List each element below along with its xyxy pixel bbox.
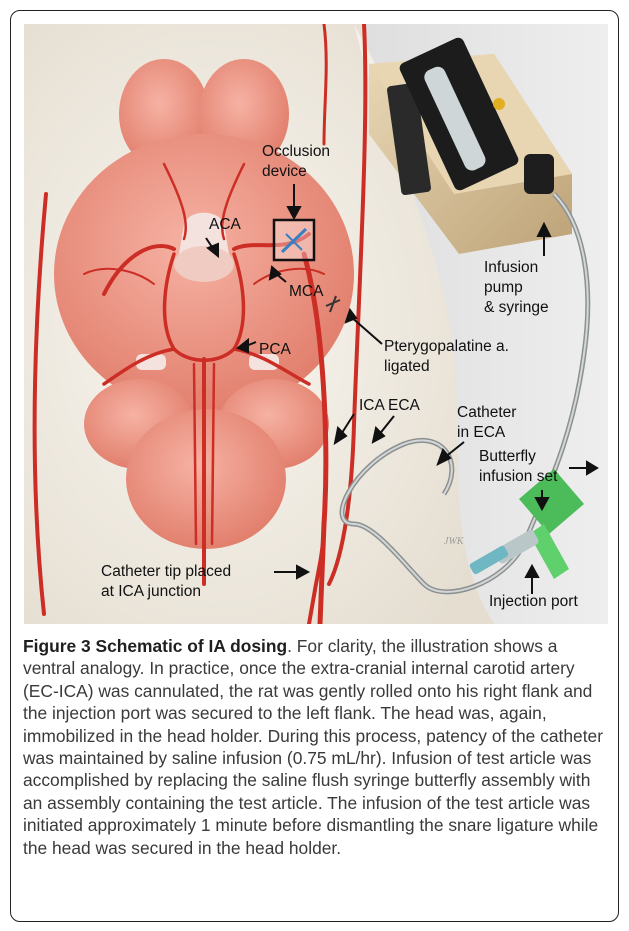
label-mca: MCA [289, 283, 324, 300]
label-occlusion-2: device [262, 163, 307, 180]
occlusion-device-box [274, 220, 314, 260]
label-pca: PCA [259, 341, 292, 358]
figure-caption: Figure 3 Schematic of IA dosing. For cla… [23, 635, 613, 859]
label-butterfly-1: Butterfly [479, 448, 536, 465]
label-catheter-tip-2: at ICA junction [101, 583, 201, 600]
label-pump-3: & syringe [484, 299, 549, 316]
label-butterfly-2: infusion set [479, 468, 558, 485]
label-catheter-tip-1: Catheter tip placed [101, 563, 231, 580]
label-pterygopalatine-2: ligated [384, 358, 430, 375]
label-catheter-eca-1: Catheter [457, 404, 516, 421]
label-pump-1: Infusion [484, 259, 538, 276]
caption-body: . For clarity, the illustration shows a … [23, 636, 603, 858]
label-occlusion-1: Occlusion [262, 143, 330, 160]
label-pterygopalatine-1: Pterygopalatine a. [384, 338, 509, 355]
caption-title: Figure 3 Schematic of IA dosing [23, 636, 287, 656]
label-ica: ICA [359, 397, 386, 414]
label-pump-2: pump [484, 279, 523, 296]
artist-signature: JWK [444, 536, 465, 547]
caption-paragraph: Figure 3 Schematic of IA dosing. For cla… [23, 635, 613, 859]
figure-illustration: Occlusion device ACA MCA PCA ICA ECA Pte… [24, 24, 608, 624]
label-injection-port: Injection port [489, 593, 578, 610]
label-eca: ECA [388, 397, 421, 414]
label-catheter-eca-2: in ECA [457, 424, 506, 441]
label-aca: ACA [209, 216, 242, 233]
